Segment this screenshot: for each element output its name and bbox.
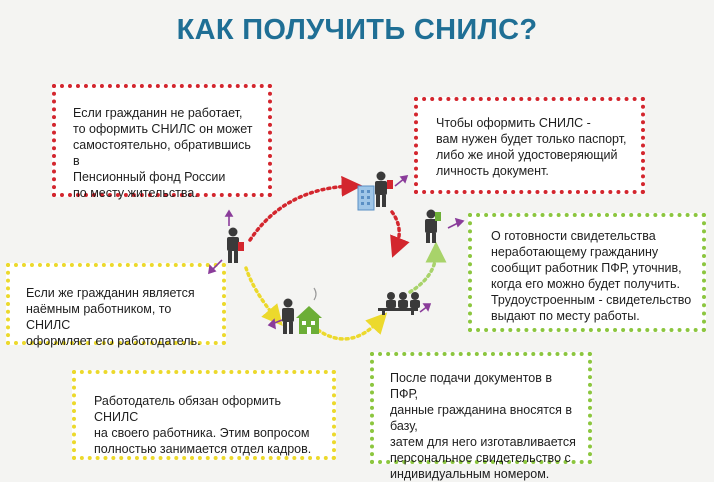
pfr-staff-icon — [378, 292, 420, 315]
page-title: КАК ПОЛУЧИТЬ СНИЛС? — [176, 14, 538, 46]
box-unemployed: Если гражданин не работает, то оформить … — [52, 84, 272, 200]
arrow-office-to-staff — [390, 210, 410, 258]
person-building-icon — [357, 171, 393, 211]
box-passport: Чтобы оформить СНИЛС - вам нужен будет т… — [414, 97, 645, 194]
arrow-staff-to-receive — [408, 241, 447, 294]
person-house-icon — [282, 287, 322, 334]
person-icon — [227, 227, 244, 263]
box-submission: После подачи документов в ПФР, данные гр… — [370, 352, 592, 481]
box-employed: Если же гражданин является наёмным работ… — [6, 263, 226, 348]
arrow-house-to-staff — [316, 312, 388, 341]
arrow-citizen-to-house — [244, 266, 283, 327]
box-employer: Работодатель обязан оформить СНИЛС на св… — [72, 370, 336, 460]
arrow-citizen-to-office — [248, 175, 363, 242]
connector-citizen-down — [211, 259, 223, 271]
person-document-icon — [425, 209, 441, 243]
box-readiness: О готовности свидетельства неработающему… — [468, 213, 706, 332]
